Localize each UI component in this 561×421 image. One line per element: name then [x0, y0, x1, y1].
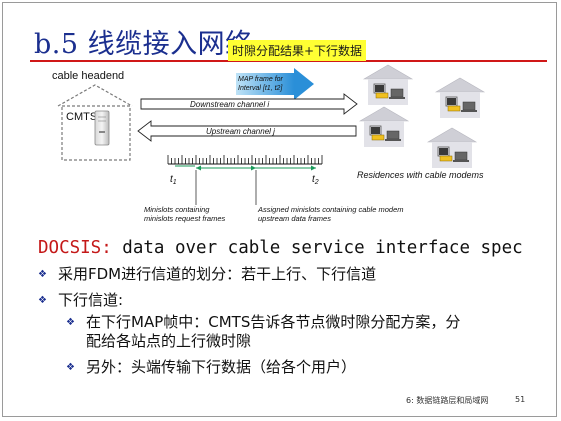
- upstream-channel-arrow: [137, 120, 357, 142]
- assigned-minislots-line1: Assigned minislots containing cable mode…: [257, 205, 404, 214]
- bullet-text: 在下行MAP帧中：CMTS告诉各节点微时隙分配方案，分: [86, 313, 461, 331]
- upstream-label: Upstream channel j: [206, 127, 275, 136]
- cmts-server-icon: [94, 110, 110, 146]
- sub-bullet-map-frame: ❖ 在下行MAP帧中：CMTS告诉各节点微时隙分配方案，分配给各站点的上行微时隙: [66, 313, 460, 351]
- docsis-expansion: data over cable service interface spec: [111, 238, 523, 258]
- assigned-minislots-line2: upstream data frames: [258, 214, 331, 223]
- minislot-interval-markers: [175, 165, 316, 171]
- bullet-diamond-icon: ❖: [38, 269, 47, 280]
- callout-label: 时隙分配结果+下行数据: [228, 40, 367, 61]
- map-frame-label-line2: Interval [t1, t2]: [238, 85, 283, 92]
- minislots-request-line1: Minislots containing: [144, 205, 210, 214]
- headend-label: cable headend: [52, 70, 124, 82]
- page-number: 51: [515, 395, 526, 404]
- bullet-text: 采用FDM进行信道的划分：若干上行、下行信道: [58, 265, 377, 283]
- bullet-downstream: ❖ 下行信道:: [38, 289, 123, 310]
- bullet-fdm: ❖ 采用FDM进行信道的划分：若干上行、下行信道: [38, 263, 376, 284]
- bullet-diamond-icon: ❖: [38, 295, 47, 306]
- residence-house: [434, 77, 486, 118]
- title-underline: [30, 60, 547, 62]
- residence-house: [426, 127, 478, 168]
- t2-label: t2: [312, 174, 319, 186]
- bullet-text: 另外：头端传输下行数据（给各个用户）: [86, 358, 357, 376]
- map-frame-label-line1: MAP frame for: [238, 76, 284, 83]
- bullet-diamond-icon: ❖: [66, 317, 75, 328]
- downstream-label: Downstream channel i: [190, 100, 269, 109]
- cmts-label: CMTS: [66, 111, 97, 123]
- footer-chapter: 6: 数据链路层和局域网: [406, 396, 489, 405]
- callout-leader-lines: [195, 170, 257, 205]
- page-title: b.5 线缆接入网络: [34, 29, 253, 60]
- bullet-text: 下行信道:: [58, 291, 124, 309]
- residences-label: Residences with cable modems: [357, 170, 484, 180]
- docsis-definition: DOCSIS: data over cable service interfac…: [38, 238, 523, 258]
- residence-house: [358, 106, 410, 147]
- docsis-keyword: DOCSIS:: [38, 238, 112, 258]
- t1-label: t1: [170, 174, 177, 186]
- minislot-timeline: [167, 155, 323, 165]
- sub-bullet-headend-data: ❖ 另外：头端传输下行数据（给各个用户）: [66, 356, 356, 377]
- map-frame-arrow: [236, 68, 314, 100]
- downstream-channel-arrow: [140, 93, 358, 115]
- slide: [2, 2, 557, 417]
- residence-house: [362, 64, 414, 105]
- bullet-text-continued: 配给各站点的上行微时隙: [86, 332, 252, 350]
- minislots-request-line2: minislots request frames: [144, 214, 226, 223]
- bullet-diamond-icon: ❖: [66, 362, 75, 373]
- headend-building: [57, 84, 133, 161]
